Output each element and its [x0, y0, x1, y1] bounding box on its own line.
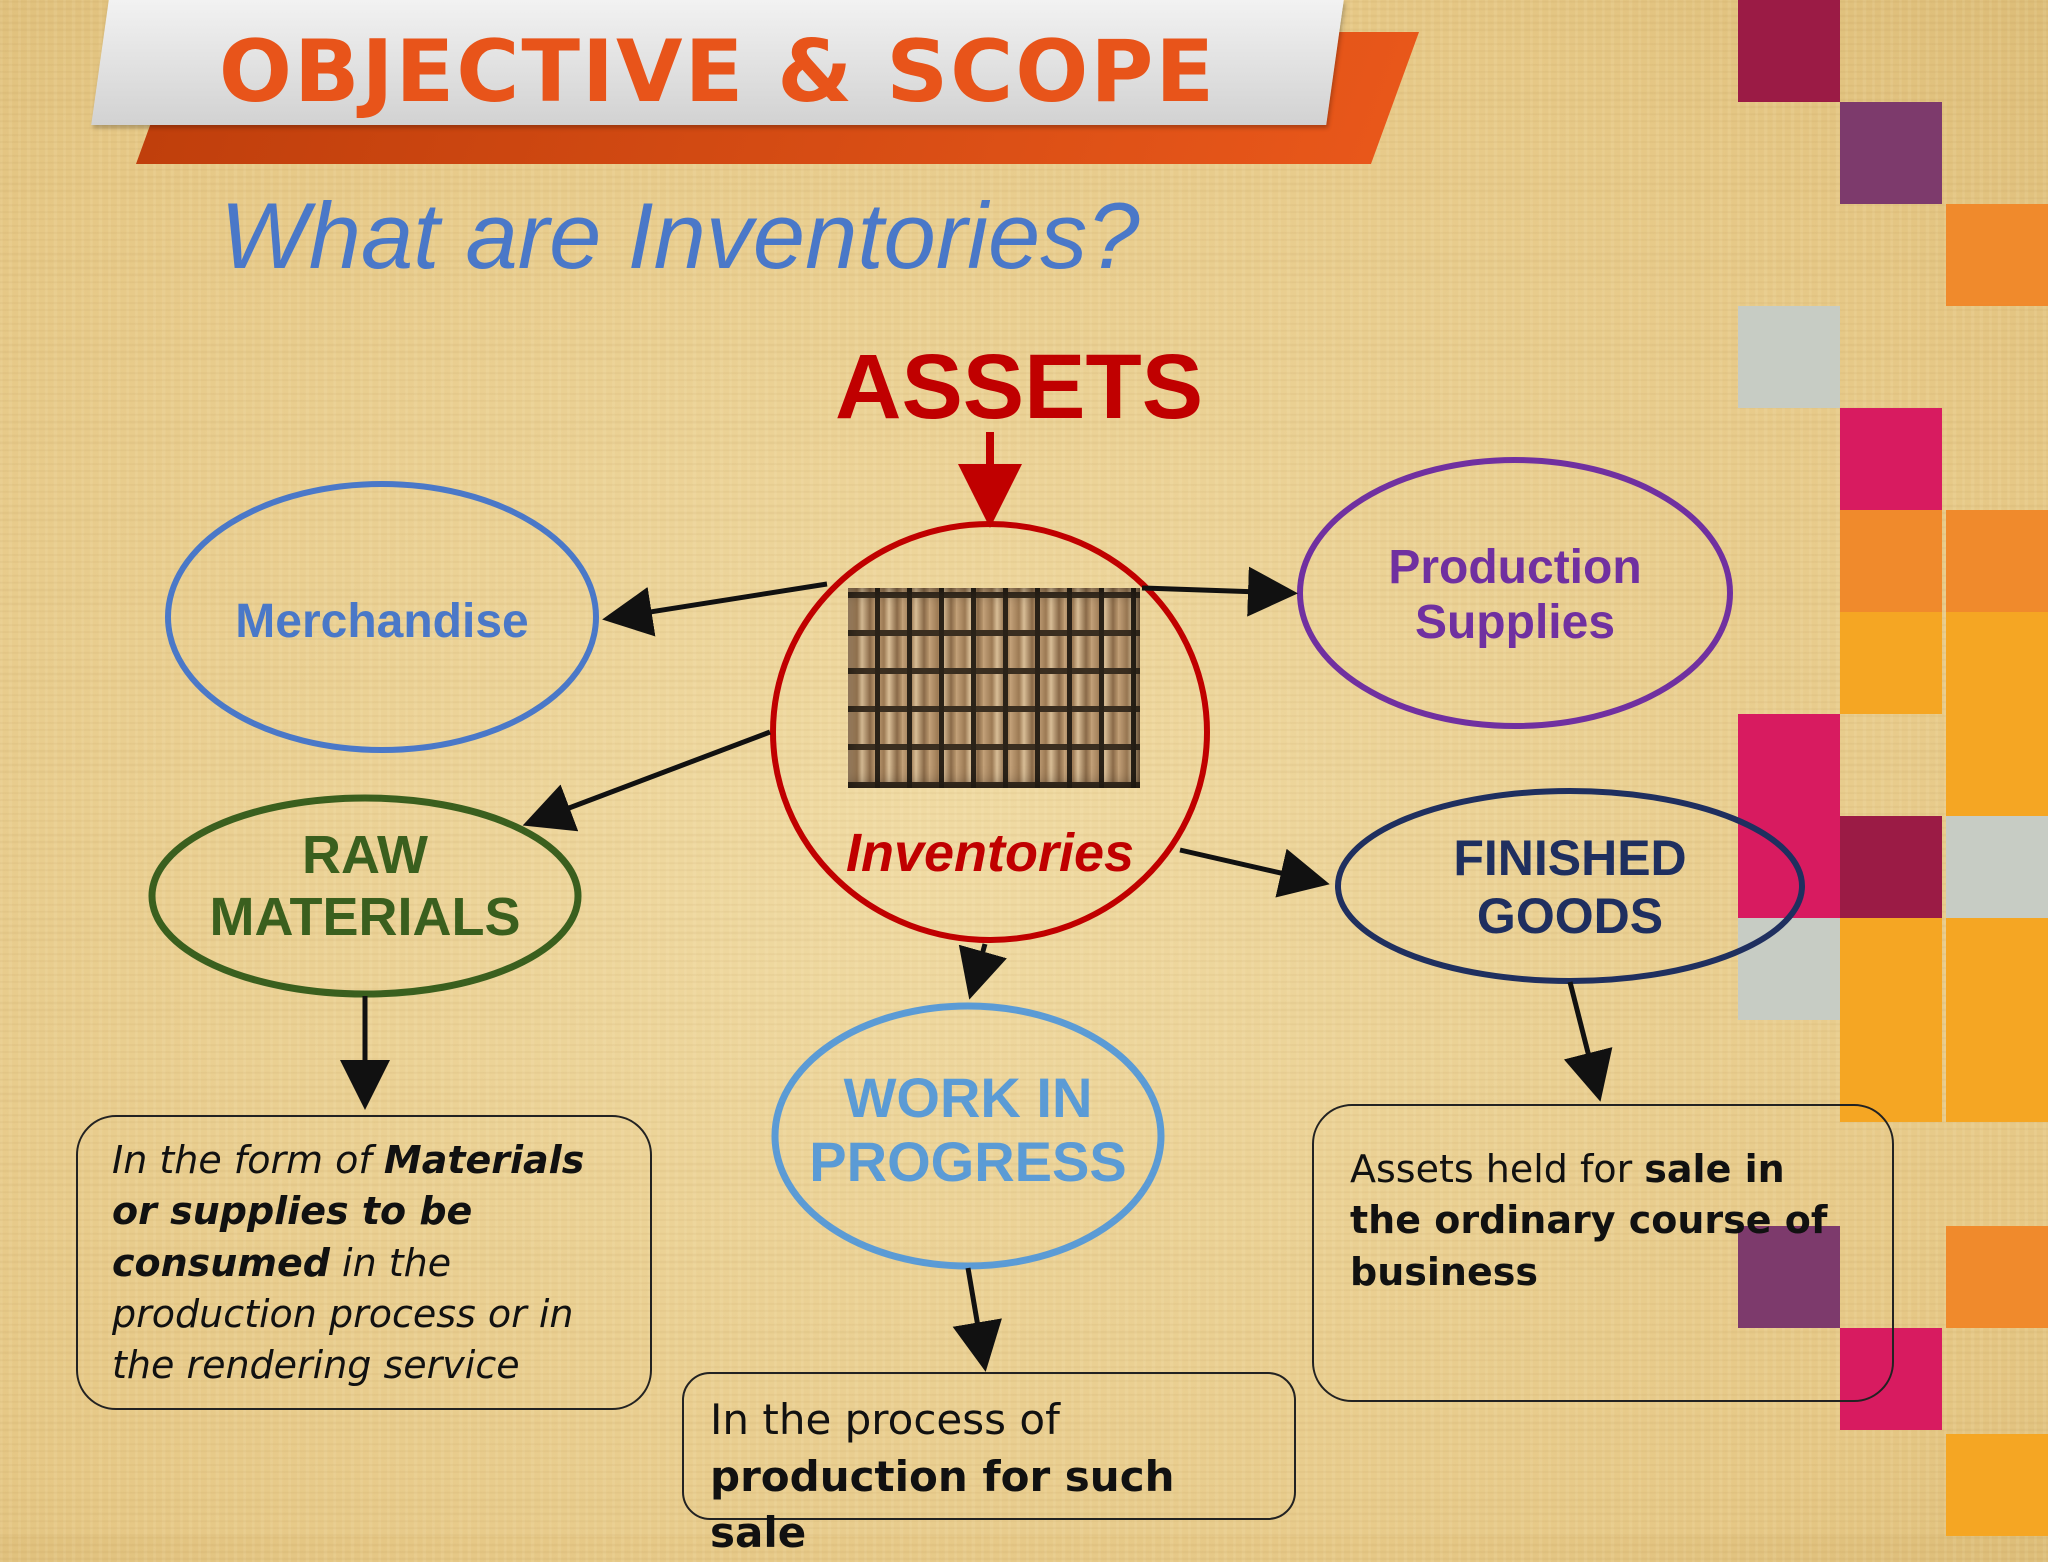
arrow-finished-goods-to-desc	[1563, 981, 1613, 1102]
raw-materials-label: RAW MATERIALS	[152, 824, 578, 948]
finished-goods-description: Assets held for sale in the ordinary cou…	[1312, 1104, 1894, 1402]
finished-goods-line-2: GOODS	[1476, 887, 1664, 944]
arrow-to-raw-materials	[522, 729, 771, 832]
finished-goods-line-1: FINISHED	[1453, 830, 1687, 886]
arrow-to-work-in-progress	[958, 943, 1007, 1000]
production-supplies-line-1: Production	[1388, 541, 1642, 594]
assets-label: ASSETS	[835, 336, 1204, 438]
merchandise-ellipse	[165, 481, 599, 753]
merchandise-label: Merchandise	[235, 595, 529, 648]
raw-materials-line-1: RAW	[302, 825, 428, 885]
raw-materials-desc-bold: Materials or supplies to be consumed	[112, 1138, 585, 1285]
work-in-progress-label: WORK IN PROGRESS	[775, 1066, 1161, 1195]
raw-materials-description: In the form of Materials or supplies to …	[76, 1115, 652, 1410]
subtitle: What are Inventories?	[220, 183, 1140, 288]
finished-goods-desc-intro: Assets held for	[1350, 1147, 1645, 1191]
raw-materials-desc-intro: In the form of	[112, 1138, 384, 1182]
work-in-progress-description: In the process of production for such sa…	[682, 1372, 1296, 1557]
production-supplies-label: Production Supplies	[1300, 540, 1730, 650]
work-in-progress-desc-intro: In the process of	[710, 1395, 1060, 1444]
work-in-progress-line-1: WORK IN	[843, 1066, 1093, 1129]
finished-goods-desc-bold: sale in the ordinary course of business	[1350, 1147, 1828, 1294]
finished-goods-label: FINISHED GOODS	[1338, 830, 1802, 945]
arrow-work-in-progress-to-desc	[952, 1267, 1002, 1372]
raw-materials-line-2: MATERIALS	[209, 887, 521, 948]
work-in-progress-desc-bold: production for such sale	[710, 1451, 1175, 1558]
arrow-to-finished-goods	[1179, 847, 1330, 898]
arrow-to-merchandise	[602, 581, 828, 637]
arrow-to-production-supplies	[1141, 566, 1298, 617]
raw-materials-desc-rest: in the production process or in the rend…	[112, 1240, 574, 1388]
production-supplies-line-2: Supplies	[1414, 596, 1616, 650]
inventories-label: Inventories	[845, 823, 1135, 883]
work-in-progress-ellipse	[771, 1002, 1165, 1270]
warehouse-image	[848, 588, 1140, 788]
finished-goods-ellipse	[1335, 788, 1805, 984]
work-in-progress-line-2: PROGRESS	[809, 1130, 1127, 1194]
production-supplies-ellipse	[1297, 457, 1733, 729]
page-title: OBJECTIVE & SCOPE	[218, 22, 1217, 122]
raw-materials-ellipse	[148, 794, 582, 998]
